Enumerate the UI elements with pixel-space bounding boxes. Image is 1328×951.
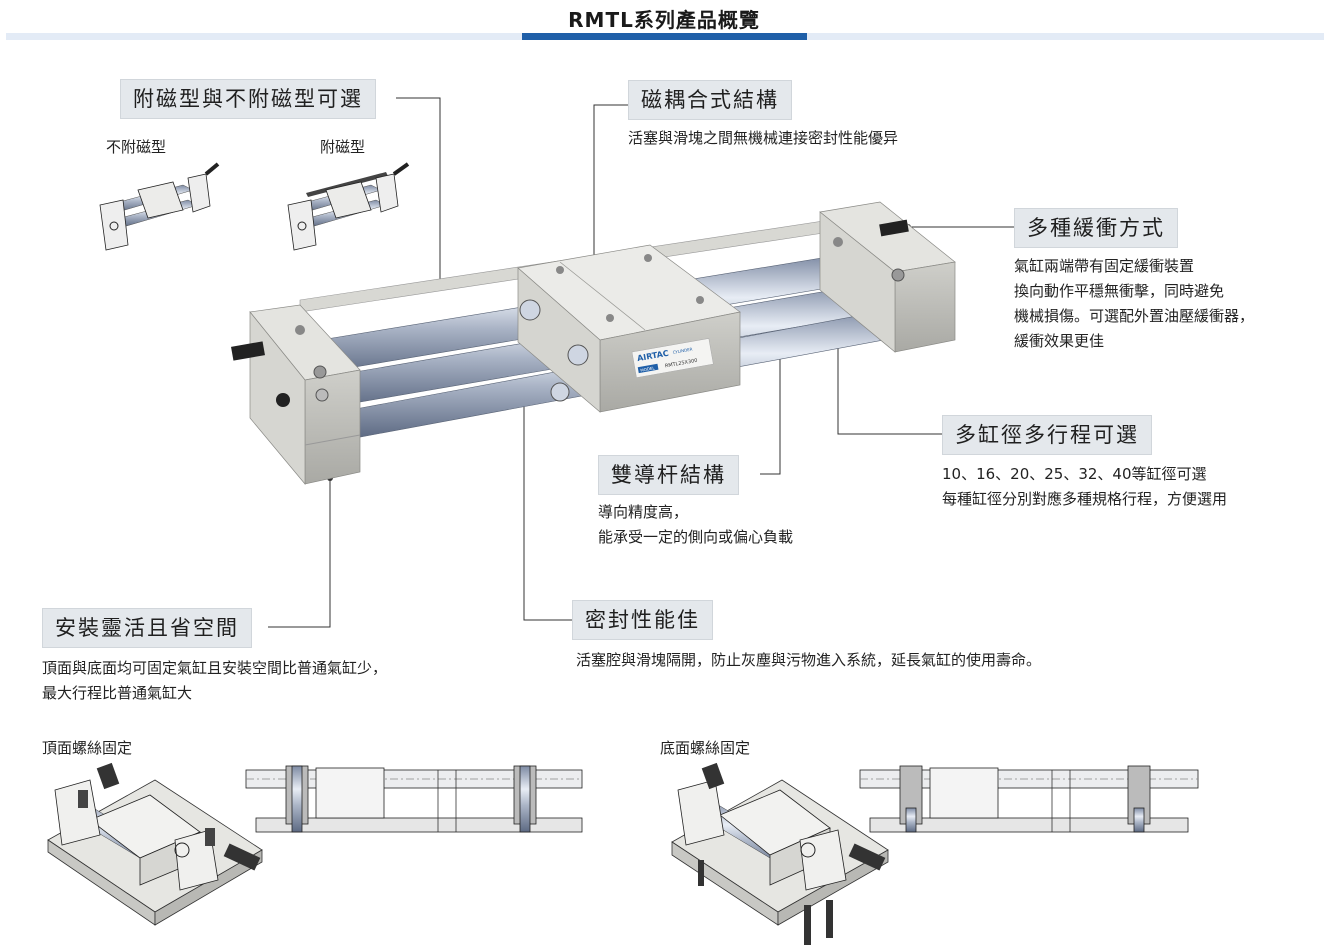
desc-sealing: 活塞腔與滑塊隔開，防止灰塵與污物進入系統，延長氣缸的使用壽命。 (576, 651, 1042, 669)
iso-top-mount (47, 762, 263, 926)
label-cushion: 多種緩衝方式 (1014, 208, 1178, 248)
label-sealing: 密封性能佳 (572, 600, 713, 640)
thumbnail-with-magnet (287, 162, 410, 251)
iso-bottom-mount (671, 762, 889, 945)
desc-bore-stroke: 10、16、20、25、32、40等缸徑可選 每種缸徑分別對應多種規格行程，方便… (942, 465, 1228, 508)
thumbnail-no-magnet (99, 162, 220, 251)
desc-guide-rod: 導向精度高， 能承受一定的側向或偏心負載 (598, 503, 794, 546)
page-title: RMTL系列產品概覽 (568, 8, 760, 32)
label-magnet-option: 附磁型與不附磁型可選 (120, 79, 376, 119)
variant-no-magnet: 不附磁型 (106, 138, 167, 156)
label-guide-rod: 雙導杆結構 (598, 455, 739, 495)
section-top-mount (245, 765, 583, 833)
caption-top-mount: 頂面螺絲固定 (42, 739, 133, 757)
desc-mounting: 頂面與底面均可固定氣缸且安裝空間比普通氣缸少， 最大行程比普通氣缸大 (42, 659, 388, 702)
caption-bottom-mount: 底面螺絲固定 (660, 739, 751, 757)
model-number: RMTL25X300 (664, 358, 698, 370)
label-mounting: 安裝靈活且省空間 (42, 608, 252, 648)
section-bottom-mount (859, 765, 1199, 833)
label-bore-stroke: 多缸徑多行程可選 (942, 415, 1152, 455)
label-magnetic-coupling: 磁耦合式結構 (628, 80, 792, 120)
desc-cushion: 氣缸兩端帶有固定緩衝裝置 換向動作平穩無衝擊，同時避免 機械損傷。可選配外置油壓… (1014, 257, 1255, 350)
brand-sub: CYLINDER (672, 346, 693, 354)
desc-magnetic-coupling: 活塞與滑塊之間無機械連接密封性能優异 (628, 129, 899, 147)
variant-magnet: 附磁型 (320, 138, 366, 156)
model-tag: MODEL (640, 365, 656, 373)
title-underline-accent (522, 33, 807, 40)
